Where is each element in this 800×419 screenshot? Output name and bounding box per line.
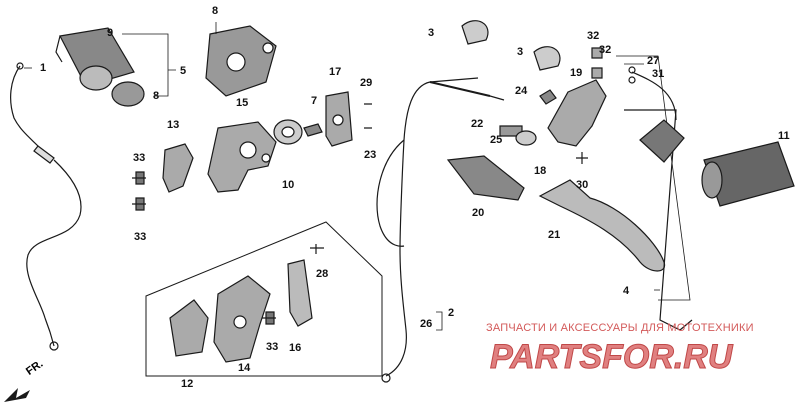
callout-27: 27 bbox=[647, 55, 660, 67]
callout-25: 25 bbox=[490, 134, 503, 146]
callout-2: 2 bbox=[448, 307, 455, 319]
callout-9: 9 bbox=[107, 27, 114, 39]
callout-19: 19 bbox=[570, 67, 583, 79]
callout-31: 31 bbox=[652, 68, 665, 80]
callout-24: 24 bbox=[515, 85, 528, 97]
callout-33: 33 bbox=[266, 341, 279, 353]
callout-8: 8 bbox=[212, 5, 219, 17]
leader-lines bbox=[24, 22, 660, 331]
watermark-logo: PARTSFOR.RU bbox=[490, 338, 734, 375]
callout-5: 5 bbox=[180, 65, 187, 77]
callout-3: 3 bbox=[428, 27, 435, 39]
callout-28: 28 bbox=[316, 268, 329, 280]
throttle-grip bbox=[55, 27, 145, 107]
callout-30: 30 bbox=[576, 179, 589, 191]
callout-8: 8 bbox=[153, 90, 160, 102]
callout-13: 13 bbox=[167, 119, 180, 131]
throttle-cable bbox=[10, 62, 82, 351]
callout-20: 20 bbox=[472, 207, 485, 219]
callout-12: 12 bbox=[181, 378, 194, 390]
callout-17: 17 bbox=[329, 66, 342, 78]
throttle-housing-lower bbox=[207, 121, 277, 193]
clutch-lever bbox=[538, 179, 666, 272]
callout-7: 7 bbox=[311, 95, 318, 107]
callout-15: 15 bbox=[236, 97, 249, 109]
callout-10: 10 bbox=[282, 179, 295, 191]
callout-33: 33 bbox=[134, 231, 147, 243]
callout-26: 26 bbox=[420, 318, 433, 330]
watermark-logo-text: PARTSFOR.RU bbox=[490, 338, 734, 374]
callout-32: 32 bbox=[599, 44, 612, 56]
callout-32: 32 bbox=[587, 30, 600, 42]
callout-33: 33 bbox=[133, 152, 146, 164]
callout-22: 22 bbox=[471, 118, 484, 130]
callout-16: 16 bbox=[289, 342, 302, 354]
callout-23: 23 bbox=[364, 149, 377, 161]
callout-4: 4 bbox=[623, 285, 630, 297]
callout-21: 21 bbox=[548, 229, 561, 241]
watermark-tagline: ЗАПЧАСТИ И АКСЕССУАРЫ ДЛЯ МОТОТЕХНИКИ bbox=[486, 322, 754, 334]
callout-3: 3 bbox=[517, 46, 524, 58]
callout-14: 14 bbox=[238, 362, 251, 374]
callout-11: 11 bbox=[778, 130, 790, 142]
clutch-cable bbox=[376, 77, 505, 383]
front-arrow-icon bbox=[4, 388, 30, 402]
callout-1: 1 bbox=[40, 62, 47, 74]
left-grip bbox=[701, 141, 795, 207]
callout-29: 29 bbox=[360, 77, 373, 89]
callout-18: 18 bbox=[534, 165, 547, 177]
throttle-housing bbox=[205, 25, 277, 97]
